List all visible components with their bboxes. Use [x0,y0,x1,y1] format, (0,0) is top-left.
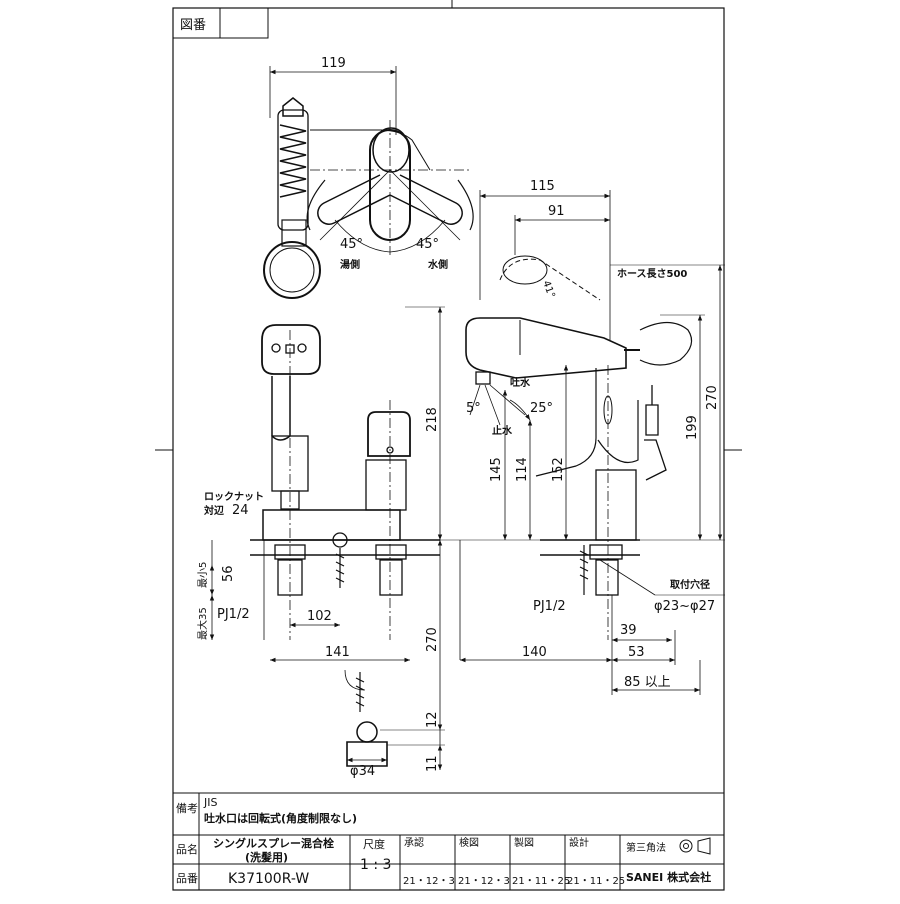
dim-152: 152 [551,457,566,482]
zuban-label: 図番 [180,18,206,33]
side-view [440,190,725,695]
dim-270-side: 270 [705,385,720,410]
scale-value: 1 : 3 [360,857,391,873]
angle-left-45: 45° [340,237,363,252]
lever-top [369,129,411,241]
thread-right: PJ1/2 [533,599,566,614]
dim-199: 199 [685,415,700,440]
dim-53: 53 [628,645,645,660]
dim-56: 56 [221,565,236,582]
dim-12: 12 [425,711,440,728]
spout-side [465,317,627,379]
angle-25: 25° [530,401,553,416]
projection-label: 第三角法 [626,841,666,854]
dim-141: 141 [325,645,350,660]
spray-head-front [261,324,321,375]
biko-line1: JIS [203,796,217,809]
dim-91: 91 [548,204,565,219]
hole-dim: φ23~φ27 [654,599,715,614]
locknut-taihen-label: 対辺 [203,504,224,517]
outer-border [172,7,725,891]
min-5-label: 最小5 [197,562,209,588]
hinmei-value-2: (洗髪用) [245,850,288,864]
title-block [173,792,724,890]
shonin-date: 21・12・3 [403,876,455,887]
hinban-label: 品番 [176,872,198,885]
kenzu-label: 検図 [459,836,479,849]
angle-41: 41° [540,279,556,299]
hose-length: ホース長さ500 [617,268,687,280]
dim-115: 115 [530,179,555,194]
kenzu-date: 21・12・3 [458,876,510,887]
lever-front [367,411,411,457]
dia-34: φ34 [350,764,375,779]
shisui-label: 止水 [492,424,513,437]
seizu-date: 21・11・25 [512,876,570,887]
angle-5: 5° [466,401,481,416]
cold-side-label: 水側 [427,258,448,271]
spray-head-top [277,109,309,231]
locknut-label: ロックナット [204,491,264,503]
thread-left: PJ1/2 [217,607,250,622]
seizu-label: 製図 [514,836,534,849]
biko-line2: 吐水口は回転式(角度制限なし) [204,811,357,825]
angle-right-45: 45° [416,237,439,252]
dim-11: 11 [425,755,440,772]
scale-label: 尺度 [363,837,385,851]
dim-119: 119 [321,56,346,71]
biko-label: 備考 [176,802,198,815]
dim-114: 114 [515,457,530,482]
hinban-value: K37100R-W [228,871,309,887]
dim-85: 85 以上 [624,675,671,690]
shonin-label: 承認 [404,836,424,849]
dim-218: 218 [425,407,440,432]
hole-label: 取付穴径 [670,578,710,591]
dim-145: 145 [489,457,504,482]
hot-side-label: 湯側 [340,258,360,271]
tosui-label: 吐水 [510,376,531,389]
max-35-label: 最大35 [196,607,209,640]
company-name: SANEI 株式会社 [626,870,711,884]
dim-140: 140 [522,645,547,660]
dim-270-front: 270 [425,627,440,652]
front-view [209,306,445,770]
locknut-size: 24 [232,503,249,518]
dim-39: 39 [620,623,637,638]
dim-102: 102 [307,609,332,624]
top-view [263,66,474,299]
hinmei-value-1: シングルスプレー混合栓 [213,836,334,850]
hinmei-label: 品名 [176,842,198,856]
sekkei-date: 21・11・25 [567,876,625,887]
sekkei-label: 設計 [569,836,589,849]
